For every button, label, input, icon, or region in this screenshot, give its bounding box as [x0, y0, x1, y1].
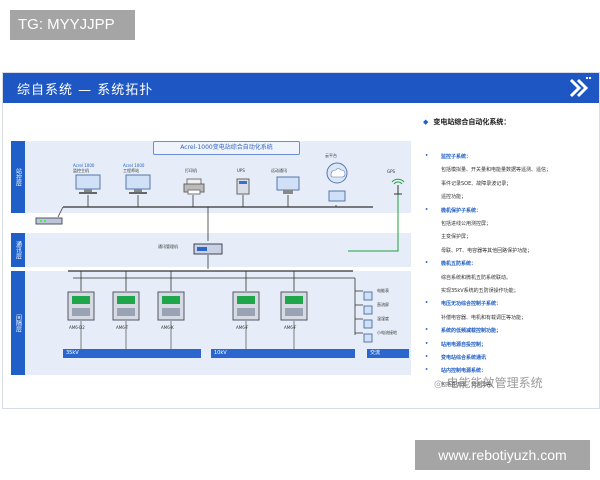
panel-section-text: 综自系统和微机五防系统联动。 — [441, 274, 512, 281]
panel-heading-text: 变电站综合自动化系统： — [433, 118, 511, 126]
panel-section-heading: 微机保护子系统： — [425, 207, 481, 214]
router-icon — [35, 211, 63, 225]
panel-section-text: 事件记录SOE、故障录波记录； — [441, 180, 512, 187]
right-device-label: 直流屏 — [377, 302, 389, 307]
relay-label: AM6-D2 — [69, 325, 85, 330]
device-monitor-name: Acrel 1000 — [73, 163, 95, 168]
device-monitor-sub: 监控主机 — [73, 168, 89, 173]
device-ups-label: UPS — [237, 168, 245, 173]
panel-section-text: 包括直流屏、交流屏等。 — [441, 381, 497, 388]
chevron-logo-icon — [569, 77, 591, 98]
cloud-platform-icon — [323, 161, 351, 205]
panel-section-heading: 监控子系统： — [425, 153, 471, 160]
humidity-icon — [363, 314, 373, 329]
watermark-text: 电能能效管理系统 — [446, 376, 543, 390]
panel-section-text: 实现35kV系统的五防误操作功能； — [441, 288, 519, 294]
panel-section-heading: 系统的低频减载控制功能； — [425, 327, 501, 334]
panel-section-heading: 站内控制电源系统： — [425, 367, 486, 374]
lane-station-label: 站控层 — [11, 141, 25, 213]
meter-icon — [363, 286, 373, 301]
monitor-host-icon — [73, 173, 103, 195]
printer-icon — [183, 178, 205, 195]
ground-detector-icon — [363, 328, 373, 343]
diamond-bullet-icon: ◆ — [423, 118, 429, 126]
relay-label: AM6-T — [116, 325, 129, 330]
bus-bar-ac: 交流 — [367, 349, 409, 358]
diagram-title: Acrel-1000变电站综合自动化系统 — [153, 141, 300, 155]
watermark: ◎ 电能能效管理系统 — [434, 374, 543, 391]
url-tag: www.rebotiyuzh.com — [415, 440, 590, 470]
panel-section-text: 补偿电容器、电机和有载调压等功能； — [441, 314, 527, 321]
relay-label: AM6-K — [161, 325, 174, 330]
telecontrol-icon — [275, 176, 301, 195]
topology-lines — [57, 191, 399, 349]
bus-bar-35kv: 35kV — [63, 349, 201, 358]
panel-section-text: 遥控功能； — [441, 194, 467, 201]
wechat-icon: ◎ — [434, 379, 443, 390]
device-gps-label: GPS — [387, 169, 396, 174]
relay-panel-icon — [280, 291, 308, 321]
device-engineer-name: Acrel 1000 — [123, 163, 145, 168]
right-device-label: 小电流接地 — [377, 330, 397, 335]
comm-manager-icon — [193, 241, 223, 255]
relay-panel-icon — [232, 291, 260, 321]
relay-label: AM6-F — [236, 325, 249, 330]
lane-bay-label: 间隔层 — [11, 271, 25, 375]
device-printer-label: 打印机 — [185, 168, 197, 173]
panel-section-text: 包括模拟量、开关量和电能量数据等遥测、遥信； — [441, 167, 552, 174]
relay-label: AM6-F — [284, 325, 297, 330]
device-cloud-label: 云平台 — [325, 153, 337, 158]
engineer-station-icon — [123, 173, 153, 195]
panel-section-heading: 电压无功综合控制子系统： — [425, 300, 501, 307]
bus-bar-10kv: 10kV — [211, 349, 355, 358]
right-device-label: 电能表 — [377, 288, 389, 293]
ups-icon — [236, 178, 250, 195]
relay-panel-icon — [112, 291, 140, 321]
panel-section-heading: 微机五防系统： — [425, 260, 476, 267]
slide-title: 综自系统 — 系统拓扑 — [17, 83, 154, 98]
tg-tag: TG: MYYJJPP — [10, 10, 135, 40]
device-telecontrol-label: 远动通讯 — [271, 168, 287, 173]
lane-comm-label: 通讯层 — [11, 233, 25, 267]
panel-section-text: 主变保护屏； — [441, 234, 472, 241]
slide: 综自系统 — 系统拓扑 站控层 通讯层 间隔层 Acrel-1000变电站综合自… — [2, 72, 600, 409]
relay-panel-icon — [67, 291, 95, 321]
dc-panel-icon — [363, 300, 373, 315]
device-engineer-sub: 工程师站 — [123, 168, 139, 173]
panel-section-heading: 变电站综合系统通讯 — [425, 354, 486, 361]
panel-section-text: 母联、PT、电容器等其他回路保护功能； — [441, 247, 533, 254]
title-bar: 综自系统 — 系统拓扑 — [3, 73, 599, 103]
panel-heading: ◆ 变电站综合自动化系统： — [423, 117, 510, 127]
panel-section-text: 包括进线公用测控屏； — [441, 221, 492, 227]
right-device-label: 温湿度 — [377, 316, 389, 321]
comm-manager-label: 通讯管理机 — [158, 244, 178, 249]
relay-panel-icon — [157, 291, 185, 321]
gps-antenna-icon — [389, 177, 407, 195]
panel-section-heading: 站用电源自投控制； — [425, 341, 486, 348]
